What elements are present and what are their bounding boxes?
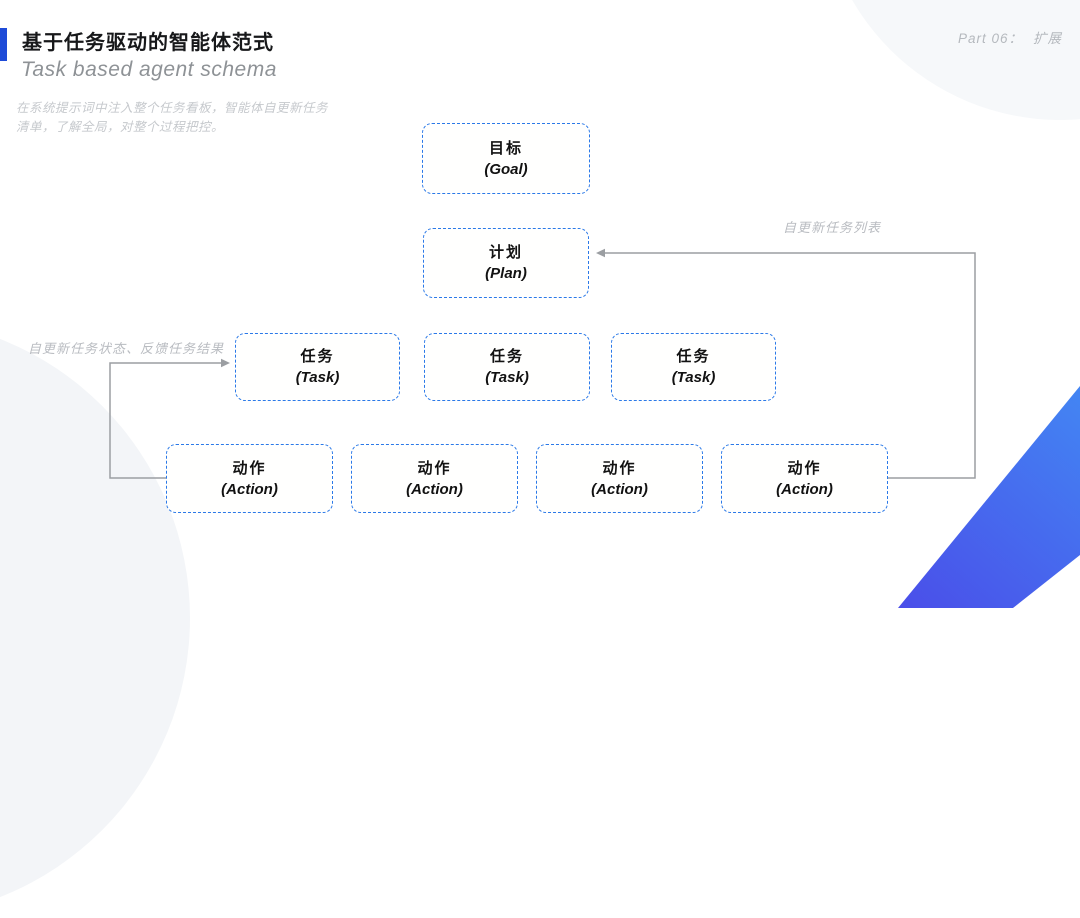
node-task-1-label-zh: 任务: [300, 348, 335, 365]
part-name: 扩展: [1033, 31, 1062, 46]
edge-label-update-task-list: 自更新任务列表: [783, 220, 882, 235]
node-plan-label-zh: 计划: [488, 244, 523, 261]
node-goal: 目标 (Goal): [422, 123, 590, 194]
node-task-3-label-en: (Task): [671, 369, 716, 386]
feedback-arrows: [109, 248, 976, 479]
node-task-3-label-zh: 任务: [676, 348, 711, 365]
arrow-action1-to-task: [109, 362, 221, 479]
node-action-2: 动作 (Action): [351, 444, 518, 513]
part-label: Part 06：: [957, 31, 1023, 46]
node-task-1-label-en: (Task): [295, 369, 340, 386]
node-plan-label-en: (Plan): [485, 265, 527, 282]
part-indicator: Part 06： 扩展: [958, 27, 1062, 47]
arrow-action4-to-plan: [601, 252, 976, 479]
node-action-2-label-zh: 动作: [417, 459, 452, 477]
arrowhead-to-task: [221, 358, 230, 368]
node-action-3-label-zh: 动作: [602, 459, 637, 477]
title-accent-bar: [0, 28, 7, 61]
node-task-2-label-en: (Task): [485, 369, 529, 386]
node-task-3: 任务 (Task): [611, 333, 776, 401]
slide-title: 基于任务驱动的智能体范式: [22, 32, 274, 54]
node-goal-label-zh: 目标: [488, 139, 523, 157]
arrowhead-to-plan: [596, 248, 605, 258]
node-action-4-label-en: (Action): [776, 480, 833, 498]
node-plan: 计划 (Plan): [423, 228, 589, 298]
node-action-1: 动作 (Action): [166, 444, 333, 513]
node-goal-label-en: (Goal): [484, 160, 528, 178]
node-action-2-label-en: (Action): [406, 480, 463, 498]
node-action-4: 动作 (Action): [721, 444, 888, 513]
node-action-1-label-en: (Action): [221, 480, 278, 498]
node-action-3: 动作 (Action): [536, 444, 703, 513]
node-action-4-label-zh: 动作: [787, 459, 822, 477]
slide-subtitle: Task based agent schema: [21, 58, 277, 81]
node-task-2-label-zh: 任务: [489, 348, 524, 365]
corner-ribbon-graphic: [898, 386, 1080, 608]
node-task-1: 任务 (Task): [235, 333, 400, 401]
node-task-2: 任务 (Task): [424, 333, 590, 401]
node-action-1-label-zh: 动作: [232, 459, 267, 477]
slide-description: 在系统提示词中注入整个任务看板，智能体自更新任务清单，了解全局，对整个过程把控。: [16, 101, 329, 135]
node-action-3-label-en: (Action): [591, 480, 648, 498]
edge-label-update-task-status: 自更新任务状态、反馈任务结果: [28, 341, 225, 356]
